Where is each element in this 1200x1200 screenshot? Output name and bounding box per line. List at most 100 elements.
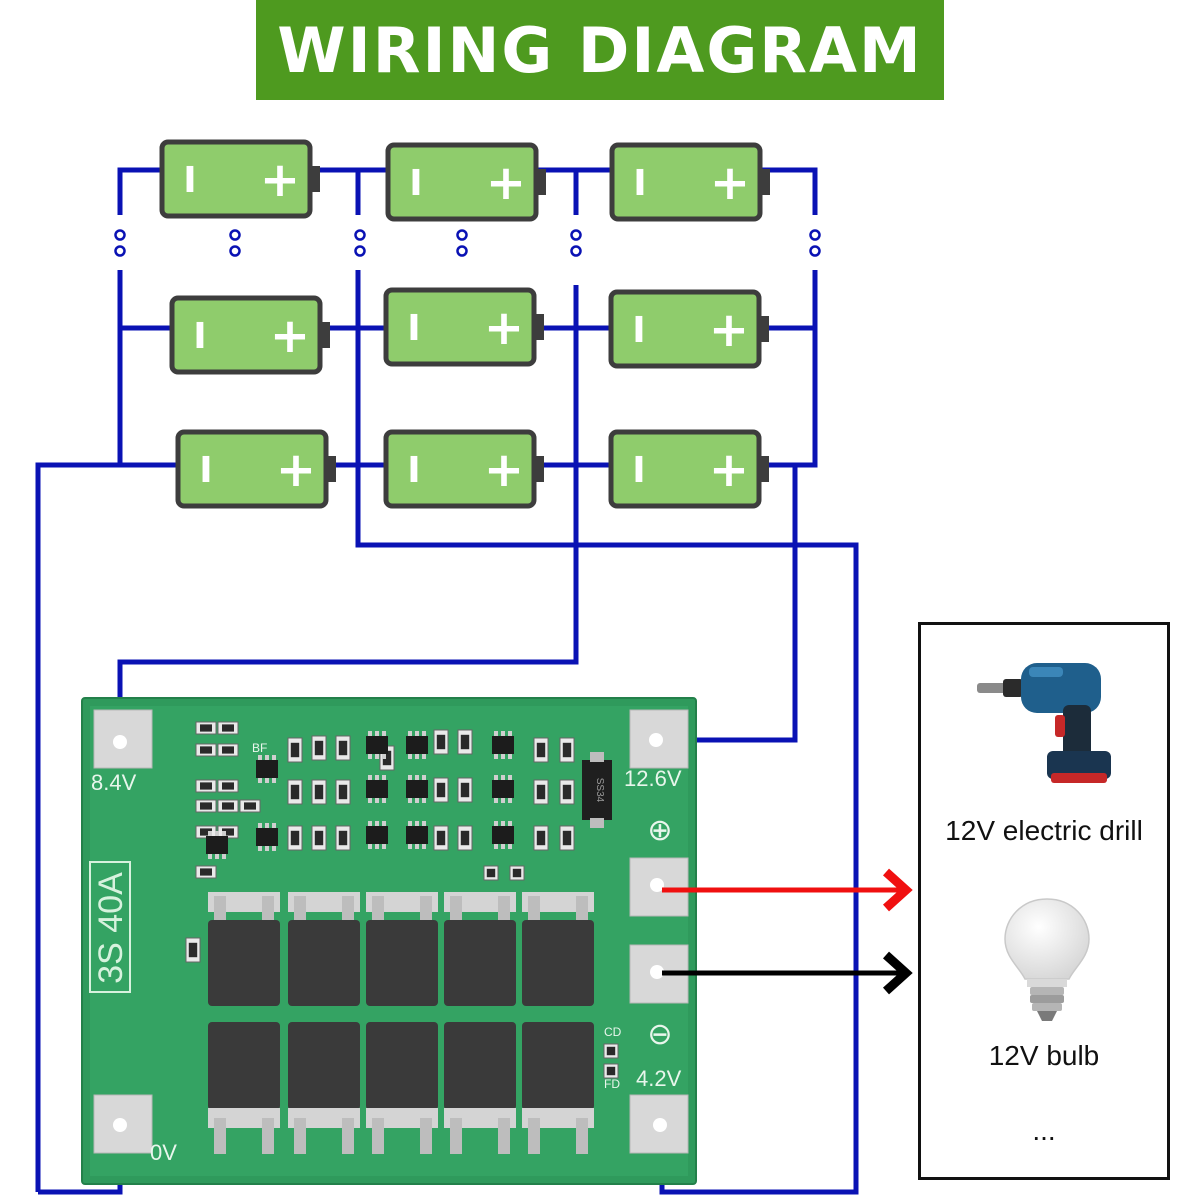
pad-8v4-label: 8.4V xyxy=(91,770,137,795)
ic-chip xyxy=(492,775,514,803)
silk-cd: CD xyxy=(604,1025,622,1039)
smd-part xyxy=(195,743,217,757)
break-marker xyxy=(809,245,821,257)
wire-right-bus xyxy=(759,270,818,468)
pad-8v4 xyxy=(93,709,153,769)
battery-cell: I+ xyxy=(608,429,769,509)
positive-arrow-icon xyxy=(882,868,913,912)
smd-part xyxy=(457,729,473,755)
smd-part xyxy=(533,737,549,763)
smd-part xyxy=(559,737,575,763)
battery-cell: I+ xyxy=(169,295,330,375)
smd-part xyxy=(559,825,575,851)
battery-cell: I+ xyxy=(383,429,544,509)
break-marker xyxy=(354,229,366,241)
break-marker xyxy=(114,229,126,241)
silk-bf: BF xyxy=(252,741,267,755)
battery-negative-mark: I xyxy=(632,450,645,491)
pad-0v-label: 0V xyxy=(150,1140,177,1165)
mosfet xyxy=(522,1022,594,1154)
break-marker xyxy=(456,245,468,257)
battery-positive-mark: + xyxy=(709,302,749,358)
smd-part xyxy=(559,779,575,805)
battery-negative-mark: I xyxy=(633,163,646,204)
break-marker xyxy=(809,229,821,241)
battery-negative-mark: I xyxy=(183,160,196,201)
ic-chip xyxy=(366,775,388,803)
battery-negative-mark: I xyxy=(407,450,420,491)
bulb-label: 12V bulb xyxy=(988,1040,1100,1071)
smd-part xyxy=(217,799,239,813)
battery-positive-mark: + xyxy=(709,442,749,498)
smd-part xyxy=(195,721,217,735)
smd-part xyxy=(311,735,327,761)
ic-chip xyxy=(406,731,428,759)
ic-chip xyxy=(206,831,228,859)
mosfet xyxy=(366,1022,438,1154)
load-box: 12V electric drill 12V bulb ... xyxy=(918,622,1170,1180)
wire-top-left xyxy=(117,167,162,215)
more-loads: ... xyxy=(1032,1115,1056,1146)
battery-cell: I+ xyxy=(608,289,769,369)
battery-negative-mark: I xyxy=(199,450,212,491)
smd-part xyxy=(433,777,449,803)
smd-part xyxy=(603,1063,619,1079)
battery-negative-mark: I xyxy=(409,163,422,204)
battery-positive-mark: + xyxy=(710,155,750,211)
battery-positive-mark: + xyxy=(486,155,526,211)
break-marker xyxy=(456,229,468,241)
battery-negative-mark: I xyxy=(193,316,206,357)
pad-12v6-label: 12.6V xyxy=(624,766,682,791)
mosfet xyxy=(208,1022,280,1154)
smd-part xyxy=(311,779,327,805)
battery-positive-mark: + xyxy=(484,442,524,498)
drill-label: 12V electric drill xyxy=(945,815,1143,846)
bulb-icon xyxy=(1004,898,1090,1021)
battery-negative-mark: I xyxy=(632,310,645,351)
positive-output xyxy=(662,868,913,912)
pad-positive xyxy=(629,857,689,917)
break-marker xyxy=(114,245,126,257)
smd-part xyxy=(239,799,261,813)
ic-chip xyxy=(492,731,514,759)
mosfet xyxy=(288,892,360,1006)
ic-chip xyxy=(366,821,388,849)
battery-positive-mark: + xyxy=(276,442,316,498)
smd-part xyxy=(217,721,239,735)
model-label: 3S 40A xyxy=(92,872,130,984)
minus-symbol: ⊖ xyxy=(647,1018,672,1051)
battery-positive-mark: + xyxy=(484,300,524,356)
break-marker xyxy=(570,229,582,241)
silk-fd: FD xyxy=(604,1077,620,1091)
smd-part xyxy=(217,743,239,757)
smd-part xyxy=(217,779,239,793)
smd-part xyxy=(433,729,449,755)
bms-board: 3S 40A 8.4V 12.6V ⊕ ⊖ 4.2V xyxy=(81,697,697,1185)
negative-arrow-icon xyxy=(882,951,913,995)
ic-chip xyxy=(366,731,388,759)
model-label-box: 3S 40A xyxy=(89,861,131,993)
wire-top-right xyxy=(760,167,818,215)
mosfet xyxy=(366,892,438,1006)
smd-part xyxy=(509,865,525,881)
smd-part xyxy=(457,777,473,803)
smd-part xyxy=(335,735,351,761)
ic-chip xyxy=(256,823,278,851)
smd-part xyxy=(603,1043,619,1059)
smd-part xyxy=(533,825,549,851)
smd-part xyxy=(195,779,217,793)
smd-part xyxy=(287,779,303,805)
ic-chip xyxy=(406,821,428,849)
battery-cell: I+ xyxy=(609,142,770,222)
ic-chip xyxy=(406,775,428,803)
mosfet-array xyxy=(208,892,594,1154)
ic-chip xyxy=(492,821,514,849)
smd-part xyxy=(195,799,217,813)
break-marker xyxy=(229,229,241,241)
mosfet xyxy=(444,892,516,1006)
title-banner: WIRING DIAGRAM xyxy=(256,0,944,100)
ic-chip xyxy=(256,755,278,783)
battery-negative-mark: I xyxy=(407,308,420,349)
page-title: WIRING DIAGRAM xyxy=(277,13,923,87)
smd-part xyxy=(335,779,351,805)
